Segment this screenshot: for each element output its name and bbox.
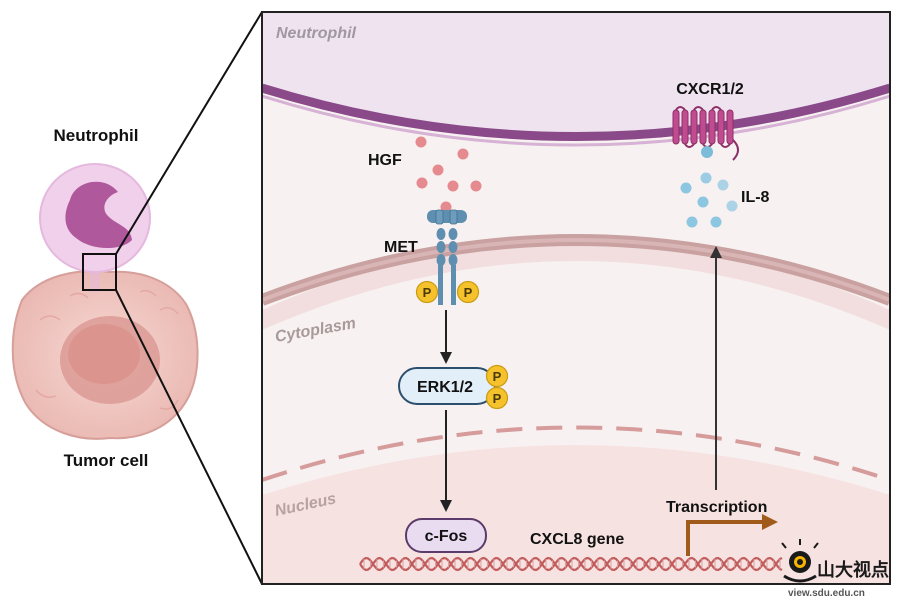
zoom-box [82,253,117,291]
arrow-erk-to-cfos [440,410,452,512]
bound-il8-molecule [701,146,713,158]
cxcr-label: CXCR1/2 [676,81,744,98]
gap-band [262,240,890,330]
svg-text:P: P [464,285,473,300]
svg-text:P: P [493,391,502,406]
tumor-cell-label: Tumor cell [64,451,149,470]
neutrophil-membrane [262,83,890,141]
neutrophil-label: Neutrophil [54,126,139,145]
transcription-label: Transcription [666,499,767,516]
svg-text:P: P [423,285,432,300]
erk-phospho-top: P [485,364,509,388]
inset-panel: Neutrophil Cytoplasm Nucleus CXCR1/2 [261,11,891,585]
erk-phospho-bottom: P [485,386,509,410]
dna-helix [359,556,783,572]
hgf-label: HGF [368,152,402,169]
erk-node: ERK1/2 [398,367,496,405]
zoom-line-bottom [115,289,263,585]
cfos-label: c-Fos [425,528,468,545]
cxcl8-gene-label: CXCL8 gene [530,531,624,548]
svg-text:P: P [493,369,502,384]
erk-label: ERK1/2 [417,379,473,396]
il8-molecules [680,172,738,228]
tumor-cell-illustration [11,270,199,440]
inset-frame [261,11,891,585]
neutrophil-background [262,12,890,139]
met-phospho-left: P [415,280,439,304]
watermark-url: view.sdu.edu.cn [788,588,865,599]
eye-logo-icon [781,539,819,583]
met-label: MET [384,239,418,256]
hgf-molecules [415,136,482,213]
watermark: 山大视点 view.sdu.edu.cn [781,539,889,599]
transcription-start-arrow [686,514,778,556]
arrow-met-to-erk [440,310,452,364]
watermark-text: 山大视点 [817,559,889,581]
region-label-neutrophil: Neutrophil [276,25,357,42]
met-phospho-right: P [456,280,480,304]
cxcr-receptor [672,106,739,161]
il8-label: IL-8 [741,189,770,206]
zoom-line-top [115,11,263,255]
arrow-transcription-to-il8 [710,246,722,490]
met-receptor [427,209,467,305]
left-panel: Neutrophil Tumor cell [11,11,263,585]
cfos-node: c-Fos [405,518,487,553]
nuclear-envelope [262,425,890,482]
